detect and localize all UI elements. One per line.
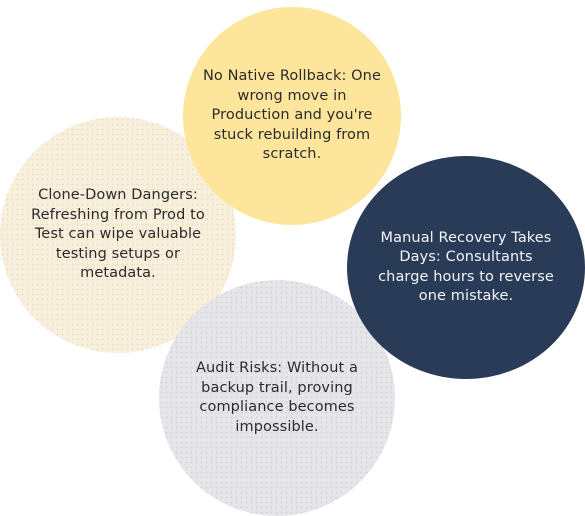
manual-recovery-text: Manual Recovery Takes Days: Consultants … bbox=[378, 229, 554, 305]
audit-risks-circle: Audit Risks: Without a backup trail, pro… bbox=[159, 280, 395, 516]
no-native-rollback-circle: No Native Rollback: One wrong move in Pr… bbox=[183, 7, 401, 225]
manual-recovery-circle: Manual Recovery Takes Days: Consultants … bbox=[347, 156, 585, 379]
no-native-rollback-text: No Native Rollback: One wrong move in Pr… bbox=[202, 68, 381, 163]
audit-risks-text: Audit Risks: Without a backup trail, pro… bbox=[195, 360, 359, 435]
clone-down-dangers-text: Clone-Down Dangers: Refreshing from Prod… bbox=[31, 187, 205, 282]
